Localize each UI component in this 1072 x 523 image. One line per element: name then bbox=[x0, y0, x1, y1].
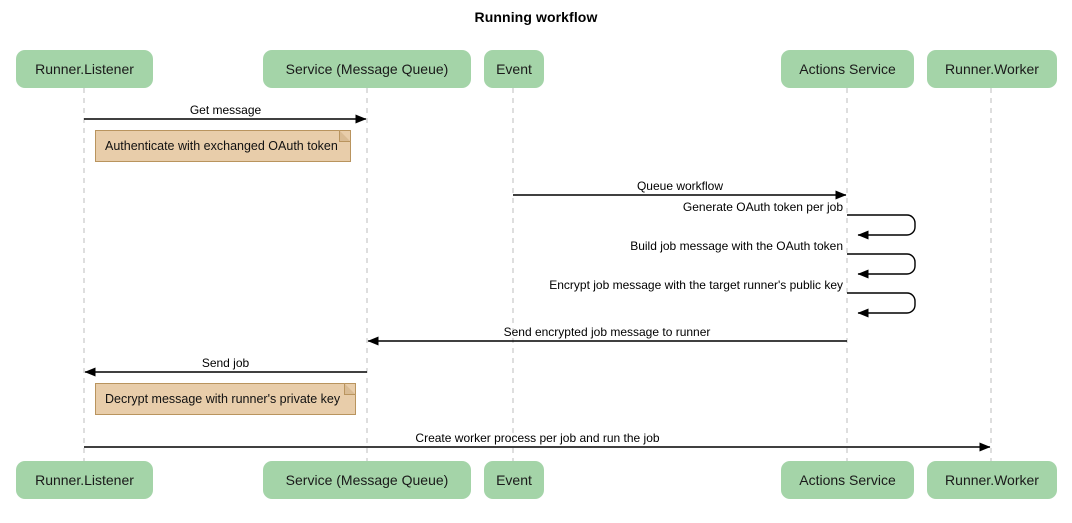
participant-bottom-service_mq[interactable]: Service (Message Queue) bbox=[263, 461, 471, 499]
participant-bottom-actions_service[interactable]: Actions Service bbox=[781, 461, 914, 499]
participant-bottom-runner_worker[interactable]: Runner.Worker bbox=[927, 461, 1057, 499]
note-n1: Authenticate with exchanged OAuth token bbox=[95, 130, 351, 162]
message-arrow-m3 bbox=[847, 214, 916, 240]
message-arrow-m4 bbox=[847, 253, 916, 279]
participant-label: Actions Service bbox=[799, 61, 896, 77]
message-label-m3: Generate OAuth token per job bbox=[682, 200, 843, 214]
participant-bottom-runner_listener[interactable]: Runner.Listener bbox=[16, 461, 153, 499]
message-label-m6: Send encrypted job message to runner bbox=[503, 325, 711, 339]
participant-label: Event bbox=[496, 61, 532, 77]
message-label-m5: Encrypt job message with the target runn… bbox=[549, 278, 843, 292]
participant-label: Event bbox=[496, 472, 532, 488]
participant-top-actions_service[interactable]: Actions Service bbox=[781, 50, 914, 88]
message-label-m2: Queue workflow bbox=[636, 179, 724, 193]
participant-label: Runner.Listener bbox=[35, 61, 134, 77]
participant-top-event[interactable]: Event bbox=[484, 50, 544, 88]
note-text: Decrypt message with runner's private ke… bbox=[105, 392, 341, 406]
participant-top-runner_listener[interactable]: Runner.Listener bbox=[16, 50, 153, 88]
note-text: Authenticate with exchanged OAuth token bbox=[105, 139, 338, 153]
participant-top-runner_worker[interactable]: Runner.Worker bbox=[927, 50, 1057, 88]
note-n2: Decrypt message with runner's private ke… bbox=[95, 383, 356, 415]
note-fold-corner-icon bbox=[339, 130, 351, 142]
note-fold-corner-icon bbox=[344, 383, 356, 395]
message-label-m4: Build job message with the OAuth token bbox=[630, 239, 843, 253]
page-title: Running workflow bbox=[474, 9, 598, 25]
participant-label: Runner.Listener bbox=[35, 472, 134, 488]
participant-label: Service (Message Queue) bbox=[285, 61, 449, 77]
message-label-m1: Get message bbox=[189, 103, 262, 117]
participant-top-service_mq[interactable]: Service (Message Queue) bbox=[263, 50, 471, 88]
participant-label: Runner.Worker bbox=[945, 61, 1039, 77]
message-label-m8: Create worker process per job and run th… bbox=[415, 431, 660, 445]
message-label-m7: Send job bbox=[201, 356, 250, 370]
participant-bottom-event[interactable]: Event bbox=[484, 461, 544, 499]
participant-label: Runner.Worker bbox=[945, 472, 1039, 488]
message-arrow-m5 bbox=[847, 292, 916, 318]
participant-label: Service (Message Queue) bbox=[285, 472, 449, 488]
participant-label: Actions Service bbox=[799, 472, 896, 488]
